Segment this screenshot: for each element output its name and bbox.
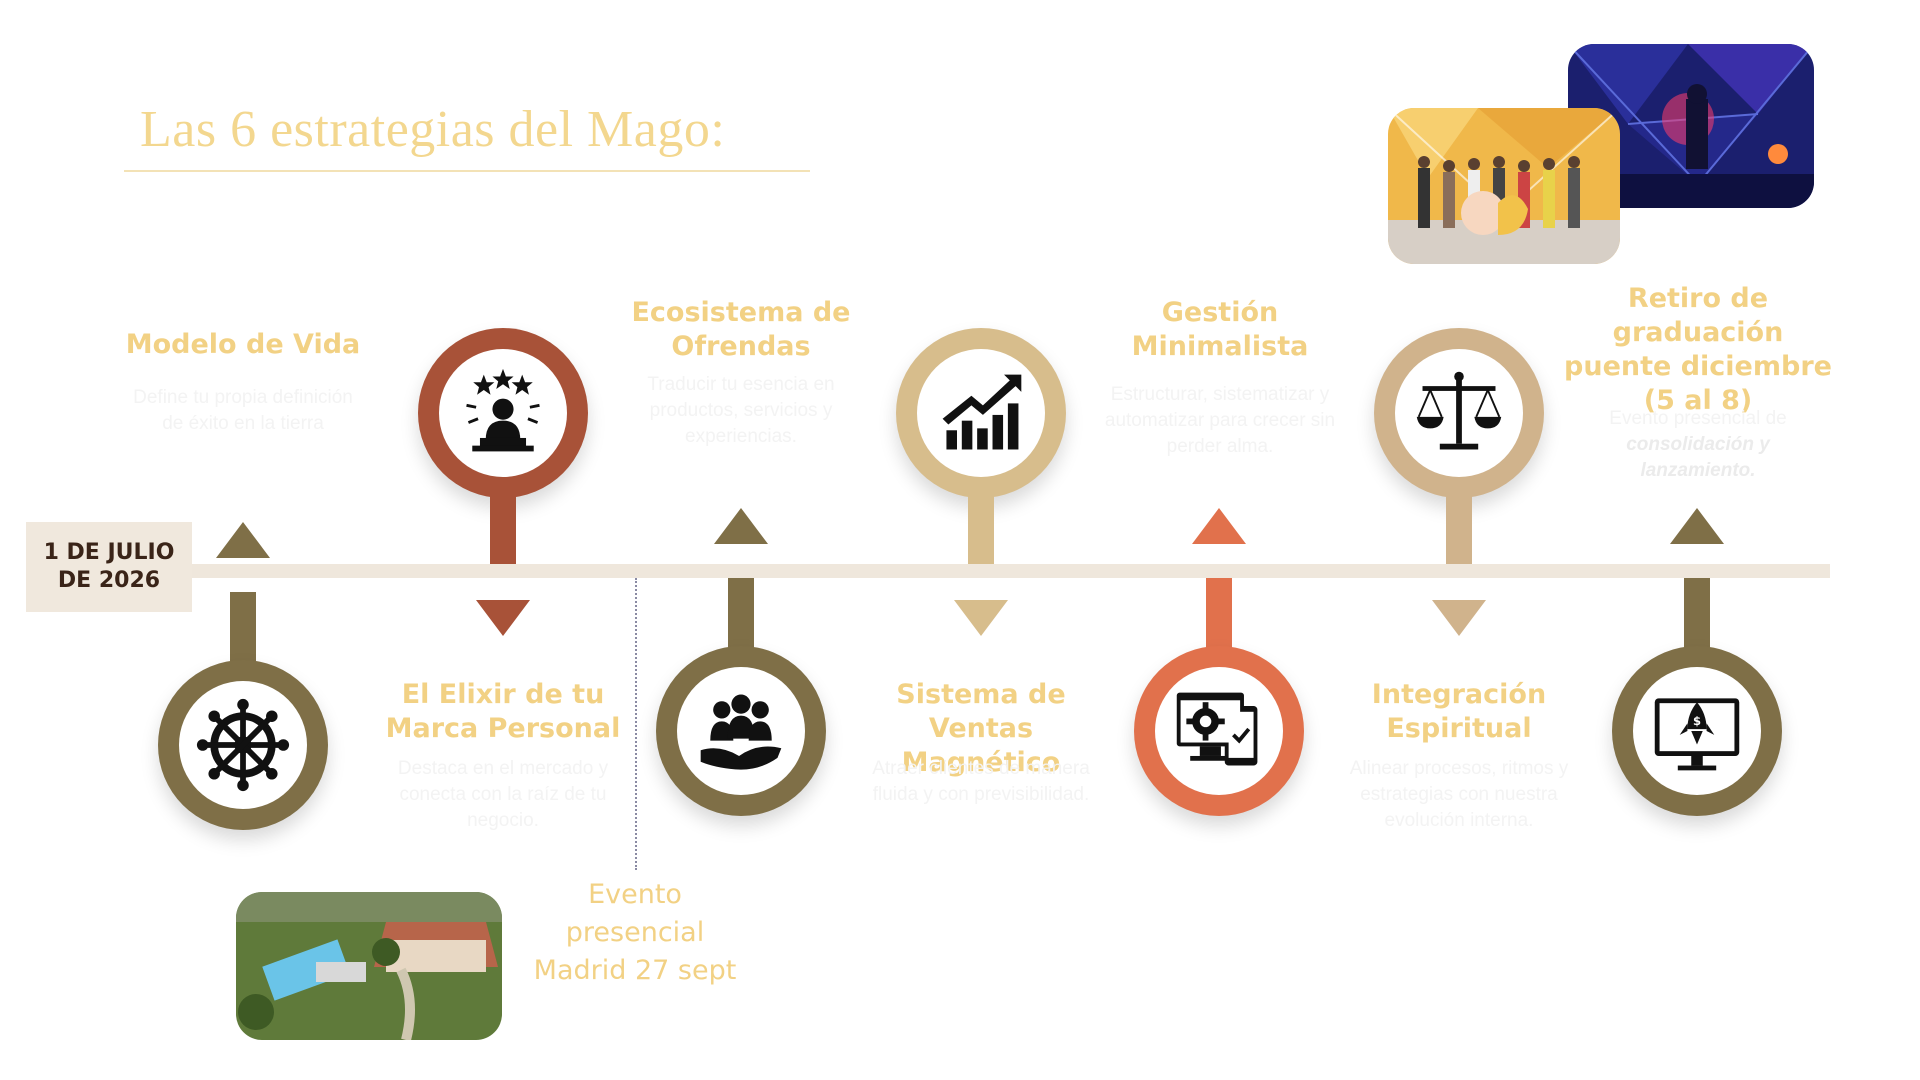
stem-4 bbox=[968, 494, 994, 564]
milestone-6-title: Integración Espiritual bbox=[1371, 679, 1547, 744]
milestone-4-desc: Atraer clientes de manera fluida y con p… bbox=[872, 758, 1090, 805]
event-marker-line bbox=[635, 578, 637, 870]
arrow-down-6 bbox=[1432, 600, 1486, 636]
start-date-label: 1 DE JULIO DE 2026 bbox=[26, 522, 192, 612]
arrow-up-1 bbox=[216, 522, 270, 558]
rocket-monitor-icon: $ bbox=[1654, 698, 1740, 771]
photo-dome-night bbox=[1568, 44, 1814, 208]
stem-2 bbox=[490, 494, 516, 564]
milestone-3-title: Ecosistema de Ofrendas bbox=[631, 297, 851, 362]
milestone-7-desc-plain: Evento presencial de bbox=[1609, 408, 1787, 429]
arrow-up-7 bbox=[1670, 508, 1724, 544]
growth-chart-icon bbox=[942, 374, 1022, 450]
milestone-5-node bbox=[1134, 646, 1304, 816]
milestone-7-node: $ bbox=[1612, 646, 1782, 816]
milestone-2-node bbox=[418, 328, 588, 498]
milestone-6-desc: Alinear procesos, ritmos y estrategias c… bbox=[1349, 758, 1569, 831]
event-madrid-label: Evento presencial Madrid 27 sept bbox=[500, 876, 770, 990]
balance-scale-icon bbox=[1416, 371, 1502, 450]
milestone-2-desc: Destaca en el mercado y conecta con la r… bbox=[397, 758, 609, 831]
milestone-1-node bbox=[158, 660, 328, 830]
milestone-4-title: Sistema de Ventas Magnético bbox=[896, 679, 1066, 778]
page-title: Las 6 estrategias del Mago: bbox=[140, 101, 726, 158]
dharma-wheel-icon bbox=[196, 698, 290, 792]
photo-dome-group bbox=[1388, 108, 1620, 264]
arrow-down-2 bbox=[476, 600, 530, 636]
title-underline bbox=[124, 170, 810, 172]
milestone-7-desc: Evento presencial de consolidación y lan… bbox=[1578, 406, 1818, 484]
milestone-6-node bbox=[1374, 328, 1544, 498]
milestone-2-title: El Elixir de tu Marca Personal bbox=[385, 679, 621, 744]
stem-5 bbox=[1206, 578, 1232, 648]
milestone-7-title: Retiro de graduación puente diciembre (5… bbox=[1564, 283, 1832, 416]
community-hands-icon bbox=[700, 694, 782, 770]
milestone-3-desc: Traducir tu esencia en productos, servic… bbox=[647, 374, 835, 447]
star-person-icon bbox=[466, 368, 540, 452]
svg-text:$: $ bbox=[1693, 714, 1701, 728]
stem-3 bbox=[728, 578, 754, 648]
event-line-1: Evento bbox=[588, 879, 682, 910]
milestone-7-desc-emphasis: consolidación y lanzamiento. bbox=[1626, 434, 1770, 481]
milestone-5-desc: Estructurar, sistematizar y automatizar … bbox=[1104, 384, 1336, 457]
arrow-down-4 bbox=[954, 600, 1008, 636]
arrow-up-5 bbox=[1192, 508, 1246, 544]
automation-devices-icon bbox=[1176, 692, 1258, 766]
stem-7 bbox=[1684, 578, 1710, 648]
event-line-2: presencial bbox=[565, 917, 705, 948]
event-line-3: Madrid 27 sept bbox=[533, 955, 737, 986]
milestone-3-node bbox=[656, 646, 826, 816]
stem-6 bbox=[1446, 494, 1472, 564]
milestone-1-title: Modelo de Vida bbox=[125, 329, 361, 360]
milestone-4-node bbox=[896, 328, 1066, 498]
milestone-5-title: Gestión Minimalista bbox=[1131, 297, 1309, 362]
arrow-up-3 bbox=[714, 508, 768, 544]
milestone-1-desc: Define tu propia definición de éxito en … bbox=[133, 387, 353, 434]
stem-1 bbox=[230, 592, 256, 662]
timeline-axis bbox=[180, 564, 1830, 578]
photo-madrid-venue bbox=[236, 892, 502, 1040]
